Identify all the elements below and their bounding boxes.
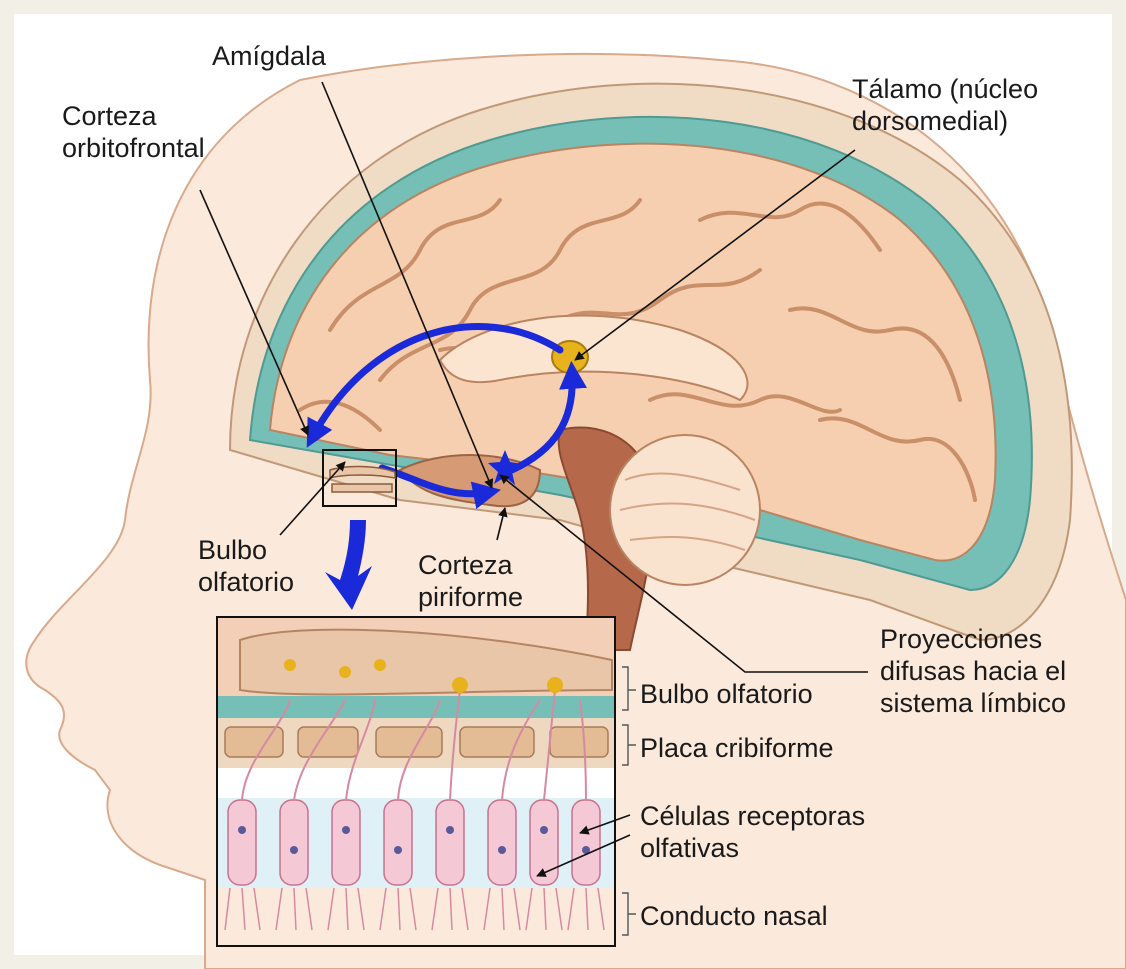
label-placa-cribiforme: Placa cribiforme <box>640 732 834 764</box>
label-amigdala: Amígdala <box>212 40 326 72</box>
label-corteza-orbitofrontal: Corteza orbitofrontal <box>62 100 205 164</box>
label-bulbo-olfatorio-inset: Bulbo olfatorio <box>640 678 813 710</box>
label-corteza-piriforme: Corteza piriforme <box>418 549 523 613</box>
label-talamo: Tálamo (núcleo dorsomedial) <box>852 73 1038 137</box>
label-bulbo-olfatorio: Bulbo olfatorio <box>198 534 294 598</box>
label-proyecciones: Proyecciones difusas hacia el sistema lí… <box>880 623 1066 719</box>
label-celulas-receptoras: Células receptoras olfativas <box>640 800 865 864</box>
cerebellum <box>610 435 760 585</box>
inset-panel <box>217 617 615 946</box>
label-conducto-nasal: Conducto nasal <box>640 900 828 932</box>
